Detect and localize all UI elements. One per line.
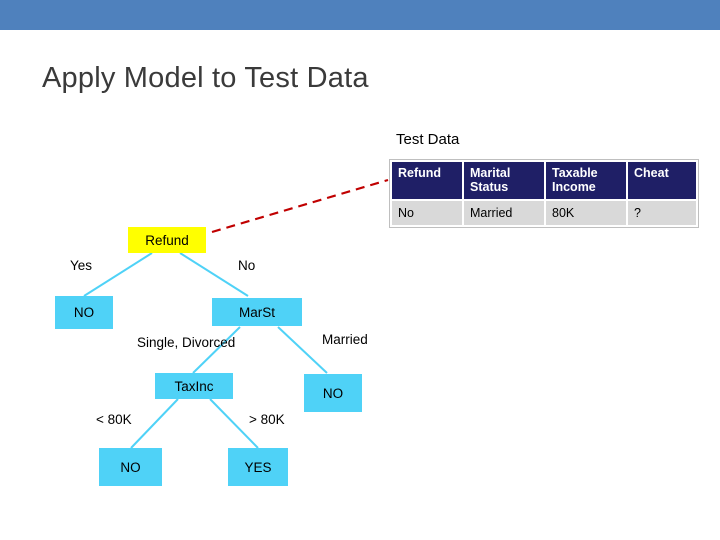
tree-node-no-lt80k: NO — [99, 448, 162, 486]
table-header-cheat: Cheat — [627, 161, 697, 200]
tree-node-yes-gt80k: YES — [228, 448, 288, 486]
tree-node-refund: Refund — [128, 227, 206, 253]
table-row: No Married 80K ? — [391, 198, 697, 226]
edge-label-gt-80k: > 80K — [249, 412, 285, 427]
cell-cheat: ? — [627, 198, 697, 226]
header-line: Income — [552, 180, 596, 195]
header-line: Marital — [470, 166, 511, 180]
cell-taxable-income: 80K — [545, 198, 628, 226]
edge-label-single-divorced: Single, Divorced — [137, 335, 236, 350]
header-line: Taxable — [552, 166, 598, 180]
tree-node-marst: MarSt — [212, 298, 302, 326]
edge-label-no: No — [238, 258, 256, 273]
table-header-refund: Refund — [391, 161, 464, 200]
tree-node-taxinc: TaxInc — [155, 373, 233, 399]
tree-node-no-left: NO — [55, 296, 113, 329]
page-title: Apply Model to Test Data — [42, 62, 369, 94]
tree-node-no-married: NO — [304, 374, 362, 412]
edge-label-yes: Yes — [70, 258, 93, 273]
accent-band — [0, 0, 720, 30]
test-data-label: Test Data — [396, 131, 460, 148]
table-header-row: Refund Marital Status Taxable Income Che… — [391, 161, 697, 200]
header-line: Refund — [398, 166, 442, 180]
dashed-arrow — [211, 178, 389, 234]
edge-label-married: Married — [322, 332, 368, 347]
table-header-taxable-income: Taxable Income — [545, 161, 628, 200]
edge-label-lt-80k: < 80K — [96, 412, 132, 427]
header-line: Status — [470, 180, 509, 195]
table-header-marital-status: Marital Status — [463, 161, 546, 200]
test-data-table: Refund Marital Status Taxable Income Che… — [390, 160, 698, 227]
header-line: Cheat — [634, 166, 669, 180]
cell-marital-status: Married — [463, 198, 546, 226]
cell-refund: No — [391, 198, 464, 226]
